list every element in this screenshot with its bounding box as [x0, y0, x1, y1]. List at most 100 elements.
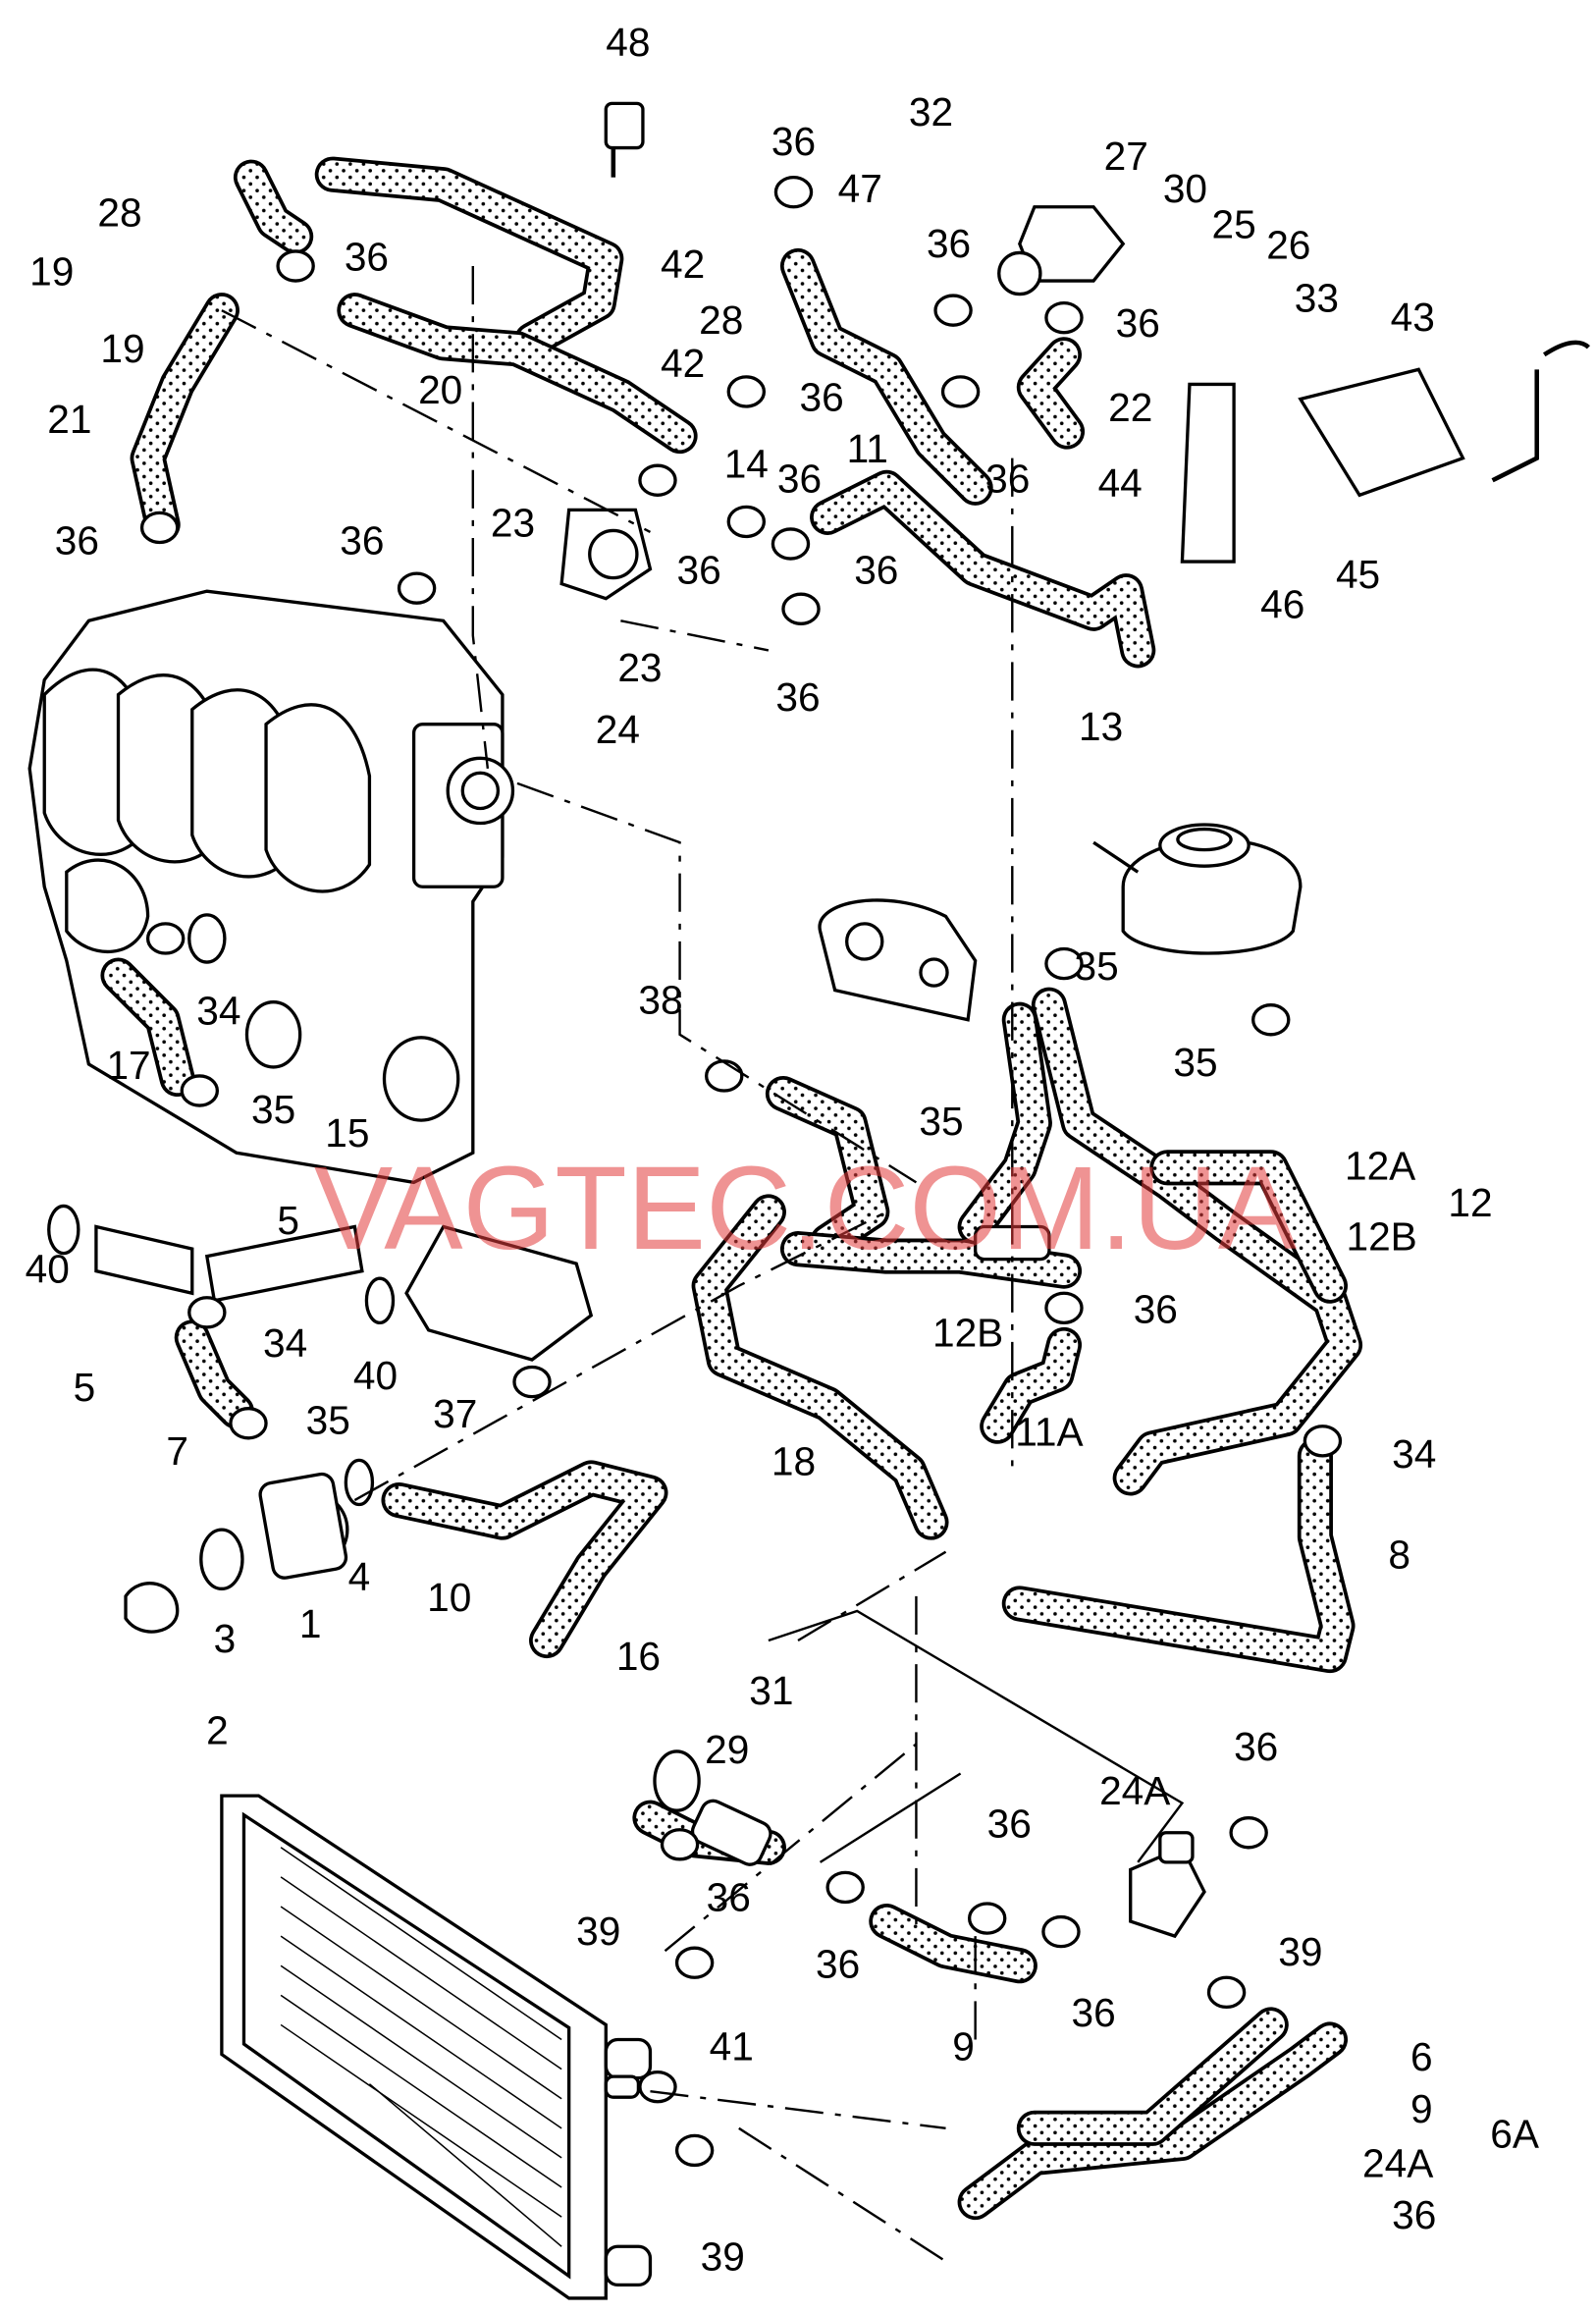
- part-label-11a: 11A: [1015, 1409, 1084, 1454]
- hose: [1153, 1153, 1345, 1301]
- hose: [813, 473, 1152, 665]
- part-label-6: 6: [1410, 2034, 1433, 2079]
- hose-clamp-icon: [1206, 1975, 1247, 2010]
- part-label-36: 36: [985, 456, 1030, 501]
- hose-clamp-icon: [229, 1407, 268, 1440]
- hose: [178, 1323, 251, 1425]
- part-label-9: 9: [1410, 2086, 1433, 2131]
- part-label-36: 36: [345, 234, 389, 279]
- components: [47, 101, 1591, 1939]
- hose: [104, 961, 192, 1094]
- part-label-36: 36: [771, 119, 816, 164]
- part-label-35: 35: [1075, 943, 1119, 989]
- hose-clamp-icon: [1044, 300, 1084, 335]
- part-label-36: 36: [927, 221, 971, 266]
- part-label-34: 34: [1392, 1431, 1436, 1477]
- hose-clamp-icon: [187, 1296, 227, 1329]
- part-label-45: 45: [1336, 552, 1380, 597]
- part-label-36: 36: [777, 456, 822, 501]
- hose: [783, 251, 989, 503]
- hose: [133, 296, 237, 539]
- part-label-38: 38: [638, 978, 682, 1023]
- part-label-12b: 12B: [1346, 1214, 1416, 1260]
- part-label-42: 42: [661, 341, 705, 386]
- part-label-11: 11: [847, 426, 888, 471]
- part-label-23: 23: [617, 645, 662, 690]
- hose-clamp-icon: [1044, 1291, 1084, 1325]
- radiator: [220, 1794, 653, 2300]
- part-label-33: 33: [1295, 276, 1339, 321]
- part-label-36: 36: [1071, 1990, 1115, 2035]
- hose: [318, 160, 620, 354]
- part-label-10: 10: [427, 1575, 471, 1620]
- hose: [1020, 2011, 1286, 2143]
- hose-clamp-icon: [1303, 1425, 1343, 1458]
- part-label-48: 48: [606, 20, 650, 65]
- part-label-39: 39: [1278, 1929, 1322, 1974]
- hose: [1020, 341, 1082, 446]
- assembly-lines: [221, 265, 1185, 2263]
- part-label-32: 32: [909, 89, 953, 134]
- hose-clamps: [139, 175, 1343, 2168]
- hose-clamp-icon: [512, 1365, 552, 1399]
- part-label-36: 36: [854, 548, 898, 593]
- hose-clamp-icon: [674, 1946, 715, 1979]
- hose: [769, 1079, 886, 1256]
- part-label-3: 3: [214, 1616, 237, 1661]
- hose-clamp-icon: [638, 463, 677, 497]
- part-label-24a: 24A: [1099, 1768, 1171, 1813]
- hose: [341, 296, 694, 451]
- part-label-12: 12: [1448, 1180, 1492, 1225]
- part-label-24: 24: [596, 707, 640, 752]
- part-label-30: 30: [1163, 166, 1207, 211]
- part-label-29: 29: [705, 1727, 749, 1772]
- hose-clamp-icon: [397, 571, 437, 605]
- part-label-8: 8: [1388, 1532, 1410, 1577]
- part-label-36: 36: [816, 1941, 860, 1986]
- part-label-25: 25: [1212, 201, 1256, 246]
- hose-clamp-icon: [781, 592, 821, 625]
- hose: [961, 1005, 1049, 1241]
- part-label-27: 27: [1104, 134, 1148, 179]
- part-label-2: 2: [206, 1707, 229, 1752]
- part-label-43: 43: [1391, 295, 1435, 340]
- part-label-39: 39: [701, 2233, 745, 2279]
- part-label-44: 44: [1098, 460, 1143, 506]
- expansion-tank: [1092, 823, 1303, 955]
- hose: [695, 1198, 945, 1536]
- part-label-36: 36: [1116, 300, 1160, 346]
- watermark: VAGTEC.COM.UA: [314, 1142, 1298, 1274]
- part-label-15: 15: [325, 1110, 369, 1156]
- part-label-34: 34: [263, 1320, 307, 1366]
- part-label-9: 9: [952, 2024, 975, 2070]
- hose-clamp-icon: [773, 175, 814, 209]
- hose-clamp-icon: [726, 505, 767, 539]
- part-label-46: 46: [1260, 581, 1304, 626]
- hose-clamp-icon: [771, 527, 811, 561]
- part-label-36: 36: [707, 1875, 751, 1920]
- part-label-24a: 24A: [1362, 2141, 1434, 2186]
- hose-clamp-icon: [674, 2133, 715, 2168]
- part-label-35: 35: [1173, 1040, 1217, 1085]
- hose-clamp-icon: [705, 1059, 744, 1093]
- part-label-12b: 12B: [932, 1310, 1003, 1355]
- hose-clamp-icon: [1229, 1816, 1268, 1850]
- part-label-36: 36: [799, 375, 843, 420]
- part-label-36: 36: [1234, 1724, 1278, 1769]
- part-label-4: 4: [348, 1554, 371, 1599]
- hose: [1005, 1441, 1352, 1670]
- part-label-34: 34: [196, 988, 240, 1033]
- hose-clamp-icon: [967, 1902, 1007, 1935]
- hose-clamp-icon: [145, 922, 186, 955]
- part-label-36: 36: [775, 674, 820, 720]
- part-label-6a: 6A: [1490, 2111, 1540, 2156]
- part-label-35: 35: [251, 1087, 295, 1132]
- coolant-hoses: [100, 156, 1363, 2221]
- part-label-42: 42: [661, 242, 705, 287]
- part-label-20: 20: [418, 367, 462, 412]
- part-label-36: 36: [340, 518, 384, 564]
- part-label-19: 19: [100, 326, 144, 371]
